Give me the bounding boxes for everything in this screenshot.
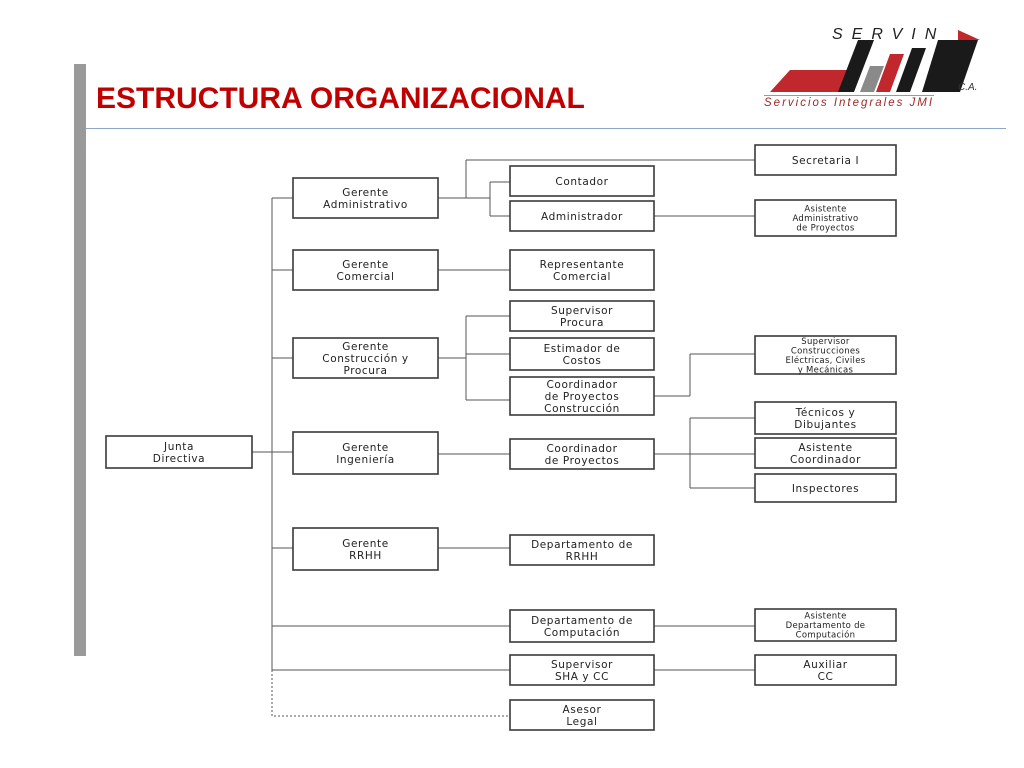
org-box-label-line: RRHH bbox=[566, 551, 599, 563]
org-box-administrador: Administrador bbox=[509, 200, 655, 232]
org-box-contador: Contador bbox=[509, 165, 655, 197]
org-box-label-line: Supervisor bbox=[551, 659, 613, 671]
title-divider bbox=[86, 128, 1006, 129]
org-box-label-line: Construcción bbox=[544, 403, 620, 415]
org-box-label-line: Coordinador bbox=[547, 443, 618, 455]
company-logo: SERVIN C.A. Servicios Integrales JMI bbox=[762, 26, 984, 118]
org-box-label-line: Construcciones bbox=[791, 346, 861, 356]
org-box-label-line: Inspectores bbox=[792, 483, 859, 495]
org-box-label-line: Departamento de bbox=[531, 615, 633, 627]
org-box-label-line: CC bbox=[818, 671, 834, 683]
org-box-label-line: de Proyectos bbox=[545, 391, 620, 403]
org-box-label-line: Dibujantes bbox=[794, 419, 856, 431]
org-box-label-line: Administrativo bbox=[792, 214, 858, 224]
logo-mark-icon bbox=[770, 30, 980, 92]
org-box-label-line: Asistente bbox=[804, 612, 846, 622]
org-box-label-line: RRHH bbox=[349, 550, 382, 562]
org-box-secretaria: Secretaria I bbox=[754, 144, 897, 176]
org-box-label-line: Administrador bbox=[541, 211, 623, 223]
org-box-label-line: de Proyectos bbox=[545, 455, 620, 467]
org-box-label-line: Administrativo bbox=[323, 199, 408, 211]
org-box-label-line: Supervisor bbox=[551, 305, 613, 317]
org-box-label-line: y Mecánicas bbox=[798, 365, 854, 375]
logo-top-text: SERVIN bbox=[832, 26, 946, 43]
org-box-label-line: Supervisor bbox=[801, 337, 850, 347]
org-box-label-line: Junta bbox=[163, 441, 194, 453]
org-box-label-line: Gerente bbox=[342, 259, 389, 271]
org-box-label-line: Gerente bbox=[342, 538, 389, 550]
org-box-label-line: Gerente bbox=[342, 341, 389, 353]
org-box-label-line: Asistente bbox=[798, 442, 852, 454]
org-box-label-line: Computación bbox=[544, 627, 620, 639]
slide-title: ESTRUCTURA ORGANIZACIONAL bbox=[96, 82, 585, 115]
org-box-label-line: Computación bbox=[796, 630, 856, 641]
logo-subtitle: Servicios Integrales JMI bbox=[764, 95, 935, 109]
org-box-label-line: Comercial bbox=[337, 271, 395, 283]
org-box-label-line: Auxiliar bbox=[803, 659, 847, 671]
org-box-label-line: Directiva bbox=[153, 453, 205, 465]
org-box-label-line: Coordinador bbox=[547, 379, 618, 391]
org-box-label-line: Comercial bbox=[553, 271, 611, 283]
org-box-inspectores: Inspectores bbox=[754, 473, 897, 503]
org-box-label-line: Procura bbox=[560, 317, 604, 329]
left-accent-bar bbox=[74, 64, 86, 656]
org-box-label-line: Asistente bbox=[804, 205, 846, 215]
org-box-label-line: Estimador de bbox=[544, 343, 621, 355]
org-box-label-line: de Proyectos bbox=[796, 224, 855, 234]
org-box-label-line: Construcción y bbox=[322, 353, 408, 365]
org-box-label-line: Departamento de bbox=[786, 621, 866, 631]
org-box-label-line: SHA y CC bbox=[555, 671, 609, 683]
org-box-label-line: Contador bbox=[555, 176, 608, 188]
org-box-label-line: Ingeniería bbox=[336, 454, 395, 466]
org-box-label-line: Asesor bbox=[563, 704, 602, 716]
org-box-label-line: Eléctricas, Civiles bbox=[786, 355, 866, 366]
org-box-label-line: Gerente bbox=[342, 442, 389, 454]
org-box-label-line: Representante bbox=[540, 259, 625, 271]
org-box-label-line: Departamento de bbox=[531, 539, 633, 551]
org-box-label-line: Técnicos y bbox=[795, 407, 856, 419]
org-box-label-line: Coordinador bbox=[790, 454, 861, 466]
org-box-label-line: Legal bbox=[566, 716, 597, 728]
org-box-label-line: Procura bbox=[343, 365, 387, 377]
org-box-label-line: Secretaria I bbox=[792, 155, 859, 167]
org-box-label-line: Gerente bbox=[342, 187, 389, 199]
logo-ca-text: C.A. bbox=[958, 82, 978, 93]
org-box-label-line: Costos bbox=[563, 355, 602, 367]
org-chart-connectors bbox=[252, 159, 755, 717]
